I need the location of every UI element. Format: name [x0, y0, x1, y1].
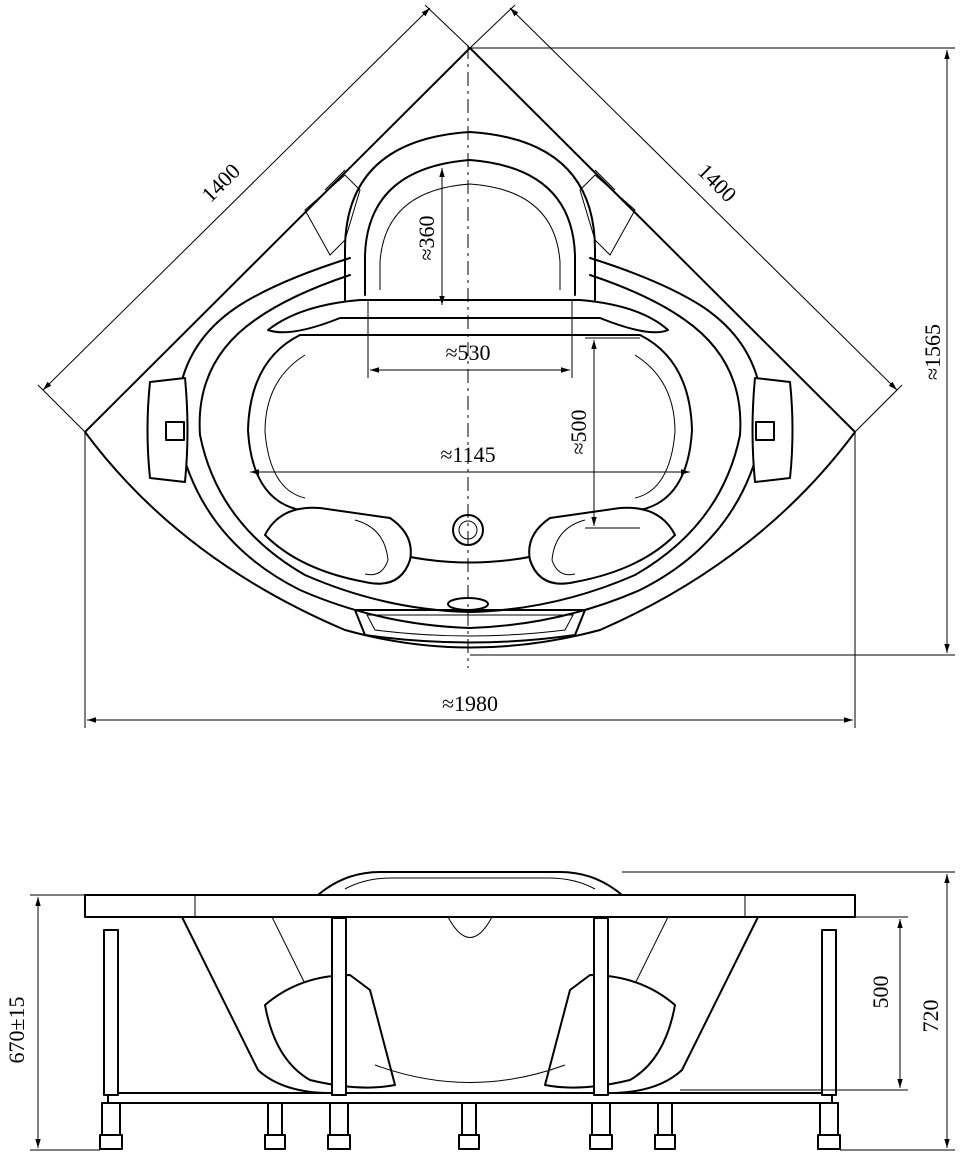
dim-side-right: 1400 — [693, 158, 742, 207]
headrest-arch-inner2 — [379, 183, 561, 290]
leg-7 — [654, 1102, 676, 1150]
side-rim — [84, 894, 856, 918]
seat-left — [264, 506, 412, 585]
handle-left — [146, 377, 189, 483]
dim-inner-length: ≈1145 — [440, 442, 495, 467]
leg-6 — [458, 1102, 480, 1150]
dim-headrest-width: ≈530 — [445, 340, 490, 365]
handle-right — [751, 377, 794, 483]
leg-1 — [99, 929, 123, 1150]
side-base-frame — [107, 1092, 833, 1104]
dim-depth: ≈1565 — [920, 324, 945, 380]
side-headrest-bump — [317, 871, 623, 896]
side-view: 670±15 500 720 — [4, 871, 955, 1151]
dim-seat-distance: ≈500 — [566, 409, 591, 454]
dim-basin-depth: 500 — [868, 976, 893, 1009]
corner-block-left — [304, 169, 361, 256]
dim-width: ≈1980 — [442, 691, 498, 716]
dim-side-left: 1400 — [196, 158, 245, 207]
dim-leg-height: 670±15 — [4, 996, 29, 1063]
leg-3 — [327, 917, 351, 1150]
seat-right — [528, 506, 676, 585]
tub-bowl — [247, 334, 693, 564]
corner-block-right — [579, 169, 636, 256]
tub-outer-outline — [84, 47, 856, 649]
leg-5 — [264, 1102, 286, 1150]
leg-4 — [589, 917, 613, 1150]
side-seat-right — [544, 974, 676, 1089]
support-legs — [99, 917, 841, 1150]
top-view: 1400 1400 ≈1565 ≈1980 ≈1145 ≈360 ≈530 ≈5… — [37, 4, 955, 728]
side-overflow — [447, 916, 493, 938]
side-seat-left — [264, 974, 396, 1089]
headrest-arch-inner — [364, 159, 576, 296]
dim-total-height: 720 — [918, 1000, 943, 1033]
headrest-arch — [344, 131, 596, 301]
leg-2 — [817, 929, 841, 1150]
front-step — [354, 609, 586, 644]
tub-bowl-inner — [264, 354, 676, 499]
dim-headrest-depth: ≈360 — [414, 215, 439, 260]
